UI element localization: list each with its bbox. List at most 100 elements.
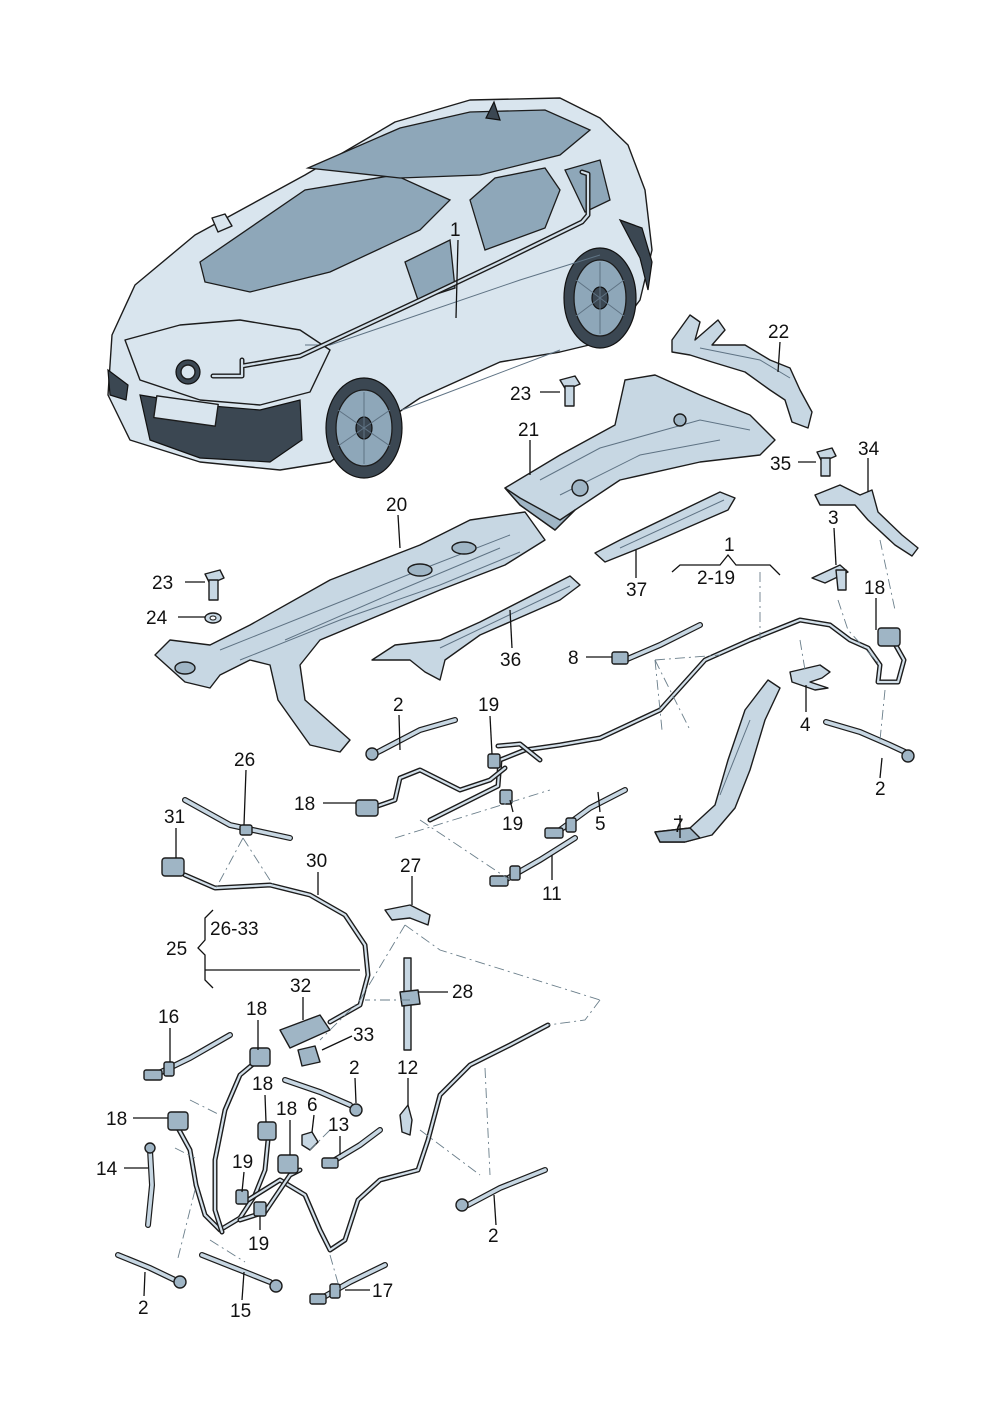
callout-8: 8	[568, 648, 579, 669]
callout-19-b: 19	[502, 814, 523, 835]
connector-19-d	[253, 1201, 267, 1217]
cable-tie-14	[144, 1142, 156, 1228]
rear-wiring-harness	[175, 1022, 551, 1253]
vehicle-illustration	[107, 97, 653, 479]
callout-12: 12	[397, 1058, 418, 1079]
callout-5: 5	[595, 814, 606, 835]
sensor-2-right	[823, 719, 915, 763]
clip-27	[384, 904, 431, 926]
callout-3: 3	[828, 508, 839, 529]
callout-2-c: 2	[488, 1226, 499, 1247]
callout-2-b: 2	[349, 1058, 360, 1079]
callout-7: 7	[673, 816, 684, 837]
trim-strip-37	[594, 491, 736, 563]
connector-19-a	[487, 753, 501, 769]
bracket-34	[814, 484, 919, 557]
callout-18-a: 18	[294, 794, 315, 815]
callout-20: 20	[386, 495, 407, 516]
sensor-15	[199, 1252, 283, 1293]
bolt-35	[816, 447, 837, 477]
callout-15: 15	[230, 1301, 251, 1322]
callout-18-e: 18	[106, 1109, 127, 1130]
cable-tie-13	[321, 1127, 383, 1169]
callout-31: 31	[164, 807, 185, 828]
sensor-2-a	[365, 717, 458, 761]
callout-23-top: 23	[510, 384, 531, 405]
callout-30: 30	[306, 851, 327, 872]
sensor-2-b	[282, 1077, 363, 1117]
callout-24: 24	[146, 608, 168, 629]
callout-26-33: 26-33	[210, 919, 259, 940]
clip-6	[301, 1131, 319, 1151]
callout-18-c: 18	[252, 1074, 273, 1095]
wiring-harness-on-vehicle	[210, 169, 591, 379]
callout-2-right: 2	[875, 779, 886, 800]
clip-12	[399, 1104, 413, 1136]
callout-14: 14	[96, 1159, 118, 1180]
callout-23-left: 23	[152, 573, 173, 594]
underbody-panel-20	[154, 511, 546, 753]
cable-tie-17	[309, 1262, 388, 1305]
connector-18-c	[167, 1111, 189, 1131]
callout-32: 32	[290, 976, 311, 997]
bolt-23-left	[204, 569, 225, 601]
sensor-2-c	[455, 1167, 548, 1212]
cable-tie-5	[544, 787, 628, 839]
callout-6: 6	[307, 1095, 318, 1116]
callout-22: 22	[768, 322, 789, 343]
callout-35: 35	[770, 454, 791, 475]
callout-labels: 1 22 23 21 35 34 20 3 1 2-19 37 23 24 18…	[96, 220, 886, 1322]
assembly-lines	[174, 539, 896, 1291]
cable-tie-26	[182, 797, 293, 841]
washer-24	[204, 612, 222, 624]
leader-lines	[124, 239, 883, 1301]
bracket-7	[654, 679, 781, 843]
callout-4: 4	[800, 715, 811, 736]
callout-34: 34	[858, 439, 880, 460]
callout-21: 21	[518, 420, 539, 441]
callout-37: 37	[626, 580, 647, 601]
callout-33: 33	[353, 1025, 374, 1046]
callout-25: 25	[166, 939, 187, 960]
bolt-23-top	[559, 375, 581, 407]
callout-2-d: 2	[138, 1298, 149, 1319]
callout-19-c: 19	[232, 1152, 253, 1173]
callout-26: 26	[234, 750, 255, 771]
connector-18-b	[249, 1047, 271, 1067]
trim-strip-36	[371, 575, 581, 681]
callout-19-a: 19	[478, 695, 499, 716]
connector-19-b	[499, 789, 513, 805]
callout-36: 36	[500, 650, 521, 671]
sensor-harness-25	[182, 872, 371, 1025]
underbody-panel-21	[504, 374, 776, 531]
clip-28	[399, 957, 421, 1051]
cable-tie-16	[143, 1032, 233, 1081]
callout-19-d: 19	[248, 1234, 269, 1255]
callout-18-b: 18	[246, 999, 267, 1020]
cable-tie-8	[611, 622, 703, 665]
callout-2-a: 2	[393, 695, 404, 716]
cover-33	[297, 1045, 321, 1067]
connector-19-c	[235, 1189, 249, 1205]
callout-2-19: 2-19	[697, 568, 735, 589]
callout-11: 11	[542, 884, 562, 905]
cable-tie-11	[489, 835, 578, 887]
callout-18-right: 18	[864, 578, 885, 599]
callout-13: 13	[328, 1115, 349, 1136]
callout-18-d: 18	[276, 1099, 297, 1120]
connector-18-a	[355, 799, 379, 817]
callout-17: 17	[372, 1281, 393, 1302]
callout-28: 28	[452, 982, 473, 1003]
callout-1-vehicle: 1	[450, 220, 461, 241]
connector-18-d	[257, 1121, 277, 1141]
callout-16: 16	[158, 1007, 179, 1028]
connector-18-right	[877, 627, 901, 647]
clip-4	[789, 664, 831, 691]
connector-32	[279, 1014, 331, 1049]
sensor-2-d	[115, 1252, 187, 1289]
callout-1-group: 1	[724, 535, 735, 556]
callout-27: 27	[400, 856, 421, 877]
connector-31	[161, 857, 185, 877]
bracket-22	[671, 314, 813, 429]
